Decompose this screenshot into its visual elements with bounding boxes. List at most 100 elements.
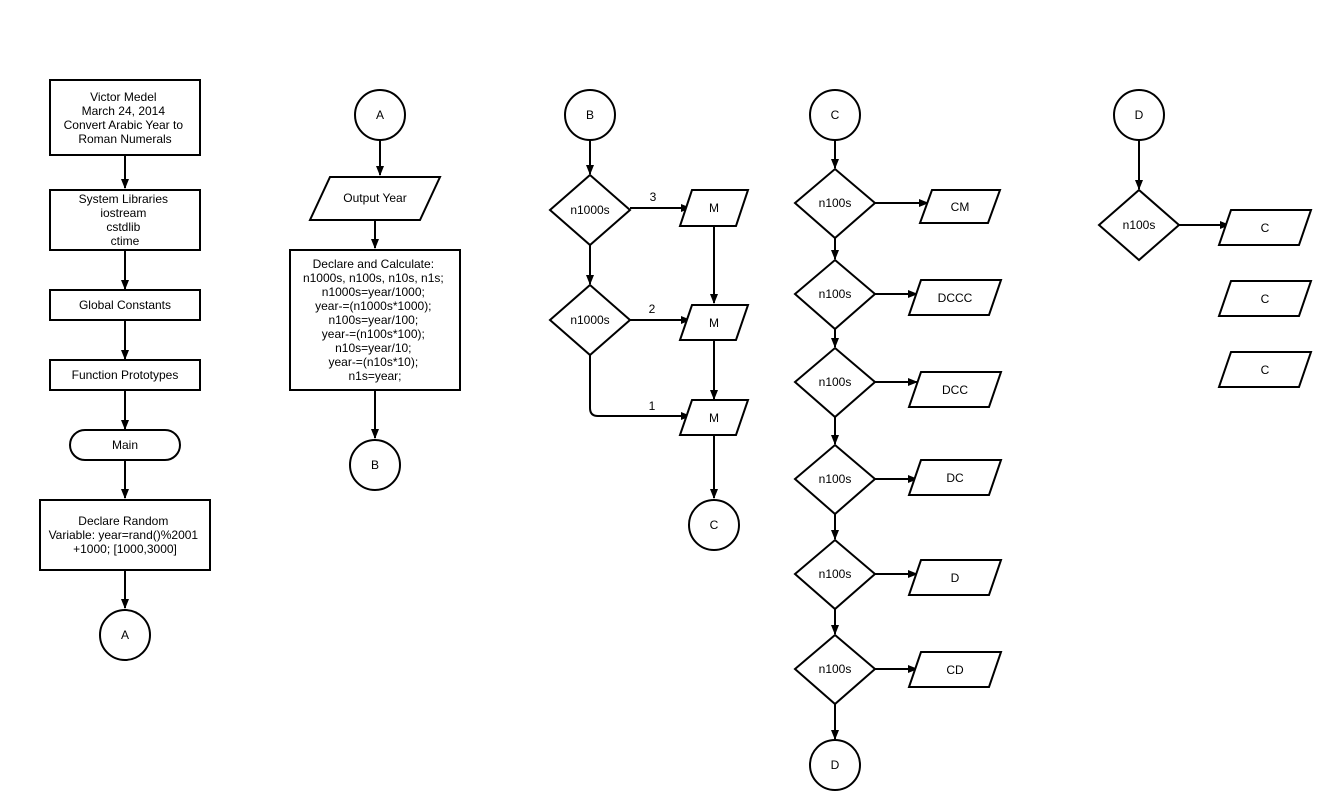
branch-label-1: 1 — [649, 399, 656, 413]
output-cm — [918, 189, 1002, 224]
output-dccc — [907, 279, 1003, 316]
output-year-text: Output Year — [343, 191, 406, 205]
calc-line-7: n10s=year/10; — [335, 341, 411, 355]
column-5: D n100s C C C — [1097, 89, 1313, 388]
column-1: Victor Medel March 24, 2014 Convert Arab… — [39, 79, 211, 661]
calc-line-1: Declare and Calculate: — [313, 257, 434, 271]
decision-n1000s-2 — [548, 283, 632, 357]
decision-n100s-1-label: n100s — [819, 196, 852, 210]
output-m-2-label: M — [709, 316, 719, 330]
connector-a-out — [99, 609, 151, 661]
calc-line-5: n100s=year/100; — [328, 313, 418, 327]
decision-n100s-2-label: n100s — [819, 287, 852, 301]
main-text: Main — [112, 438, 138, 452]
header-line-1: Victor Medel — [90, 90, 156, 104]
libraries-line-3: cstdlib — [106, 220, 140, 234]
declare-random-box — [39, 499, 211, 571]
calc-line-4: year-=(n1000s*1000); — [315, 299, 431, 313]
header-line-3: Convert Arabic Year to — [64, 118, 184, 132]
connector-b-out — [349, 439, 401, 491]
output-cd — [907, 651, 1003, 688]
connector-d-out-label: D — [831, 758, 840, 772]
calc-box — [289, 249, 461, 391]
decision-n100s-col5 — [1097, 188, 1181, 262]
constants-text: Global Constants — [79, 298, 171, 312]
column-4: C n100s CM n100s DCCC n100s DCC n100s DC… — [793, 89, 1003, 791]
output-c-1 — [1217, 209, 1313, 246]
decision-n100s-3-label: n100s — [819, 375, 852, 389]
libraries-line-4: ctime — [111, 234, 140, 248]
edges — [121, 140, 1230, 740]
connector-a-out-label: A — [121, 628, 129, 642]
column-2: A Output Year Declare and Calculate: n10… — [289, 89, 461, 491]
decision-n1000s-1 — [548, 173, 632, 247]
header-box — [49, 79, 201, 156]
output-cm-label: CM — [951, 200, 970, 214]
edge-decision2-to-m3 — [589, 355, 691, 420]
decision-n100s-col5-label: n100s — [1123, 218, 1156, 232]
connector-b-in-label: B — [586, 108, 594, 122]
output-dcc-label: DCC — [942, 383, 968, 397]
column-3: B n1000s n1000s 3 2 1 M M M C — [548, 89, 750, 551]
branch-label-2: 2 — [649, 302, 656, 316]
decision-n100s-6-label: n100s — [819, 662, 852, 676]
connector-b-out-label: B — [371, 458, 379, 472]
output-dccc-label: DCCC — [938, 291, 973, 305]
connector-d-in — [1113, 89, 1165, 141]
header-text: Victor Medel March 24, 2014 Convert Arab… — [64, 90, 187, 146]
output-m-3-label: M — [709, 411, 719, 425]
decision-n1000s-1-label: n1000s — [570, 203, 609, 217]
connector-a-in — [354, 89, 406, 141]
connector-d-in-label: D — [1135, 108, 1144, 122]
constants-box — [49, 289, 201, 321]
output-c-3-label: C — [1261, 363, 1270, 377]
decision-n100s-4-label: n100s — [819, 472, 852, 486]
output-c-2-label: C — [1261, 292, 1270, 306]
output-d-label: D — [951, 571, 960, 585]
output-d — [907, 559, 1003, 596]
connector-c-out-label: C — [710, 518, 719, 532]
connector-c-in — [809, 89, 861, 141]
output-c-1-label: C — [1261, 221, 1270, 235]
output-cd-label: CD — [946, 663, 964, 677]
decision-n100s-1 — [793, 167, 877, 240]
output-dc-label: DC — [946, 471, 964, 485]
output-m-3 — [678, 399, 750, 436]
libraries-line-1: System Libraries — [79, 192, 168, 206]
calc-line-3: n1000s=year/1000; — [322, 285, 425, 299]
output-c-3 — [1217, 351, 1313, 388]
output-dc — [907, 459, 1003, 496]
prototypes-box — [49, 359, 201, 391]
decision-n1000s-2-label: n1000s — [570, 313, 609, 327]
output-dcc — [907, 371, 1003, 408]
connector-d-out — [809, 739, 861, 791]
decision-n100s-4 — [793, 443, 877, 516]
header-line-2: March 24, 2014 — [82, 104, 166, 118]
branch-label-3: 3 — [650, 190, 657, 204]
header-line-4: Roman Numerals — [78, 132, 171, 146]
output-c-2 — [1217, 280, 1313, 317]
declare-random-line-3: +1000; [1000,3000] — [73, 542, 177, 556]
calc-line-6: year-=(n100s*100); — [322, 327, 425, 341]
declare-random-line-2: Variable: year=rand()%2001 — [49, 528, 199, 542]
declare-random-text: Declare Random Variable: year=rand()%200… — [49, 514, 202, 556]
libraries-line-2: iostream — [100, 206, 146, 220]
libraries-box — [49, 189, 201, 251]
connector-c-out — [688, 499, 740, 551]
calc-line-9: n1s=year; — [348, 369, 401, 383]
output-m-2 — [678, 304, 750, 341]
decision-n100s-6 — [793, 633, 877, 706]
output-year-parallelogram — [308, 176, 442, 221]
calc-line-2: n1000s, n100s, n10s, n1s; — [303, 271, 444, 285]
connector-c-in-label: C — [831, 108, 840, 122]
connector-a-in-label: A — [376, 108, 384, 122]
libraries-text: System Libraries iostream cstdlib ctime — [79, 192, 172, 248]
connector-b-in — [564, 89, 616, 141]
decision-n100s-2 — [793, 258, 877, 331]
calc-line-8: year-=(n10s*10); — [328, 355, 418, 369]
main-terminator — [69, 429, 181, 461]
output-m-1-label: M — [709, 201, 719, 215]
decision-n100s-5-label: n100s — [819, 567, 852, 581]
prototypes-text: Function Prototypes — [72, 368, 179, 382]
